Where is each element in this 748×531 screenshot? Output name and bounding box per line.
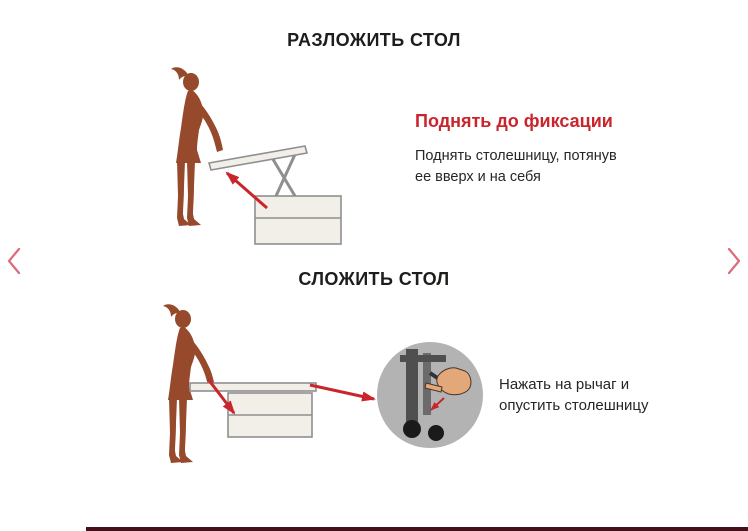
woman-silhouette bbox=[163, 304, 215, 463]
chevron-left-icon bbox=[7, 247, 21, 275]
carousel-prev-button[interactable] bbox=[2, 244, 28, 280]
unfold-illustration bbox=[171, 67, 342, 245]
hand-finger-icon bbox=[424, 382, 443, 393]
table-folded bbox=[189, 382, 317, 438]
press-direction-arrow bbox=[430, 397, 445, 411]
woman-silhouette bbox=[171, 67, 223, 226]
carousel-next-button[interactable] bbox=[720, 244, 746, 280]
hand-icon bbox=[436, 367, 472, 396]
bottom-divider bbox=[86, 527, 748, 531]
unfold-step-text: Поднять столешницу, потянув ее вверх и н… bbox=[415, 148, 617, 185]
fold-step-text: Нажать на рычаг и опустить столешницу bbox=[499, 376, 649, 414]
lift-arrow-icon bbox=[225, 171, 268, 210]
fold-title: СЛОЖИТЬ СТОЛ bbox=[298, 269, 450, 289]
zoom-connector-arrow bbox=[309, 383, 376, 402]
unfold-step-title: Поднять до фиксации bbox=[415, 111, 613, 131]
table-unfolded bbox=[207, 145, 342, 245]
fold-illustration bbox=[163, 304, 483, 463]
press-arrow-icon bbox=[206, 378, 236, 415]
caster-wheel-icon bbox=[403, 420, 421, 438]
lever-zoom-inset bbox=[377, 342, 483, 448]
unfold-title: РАЗЛОЖИТЬ СТОЛ bbox=[287, 30, 461, 50]
chevron-right-icon bbox=[727, 247, 741, 275]
caster-wheel-icon bbox=[428, 425, 444, 441]
